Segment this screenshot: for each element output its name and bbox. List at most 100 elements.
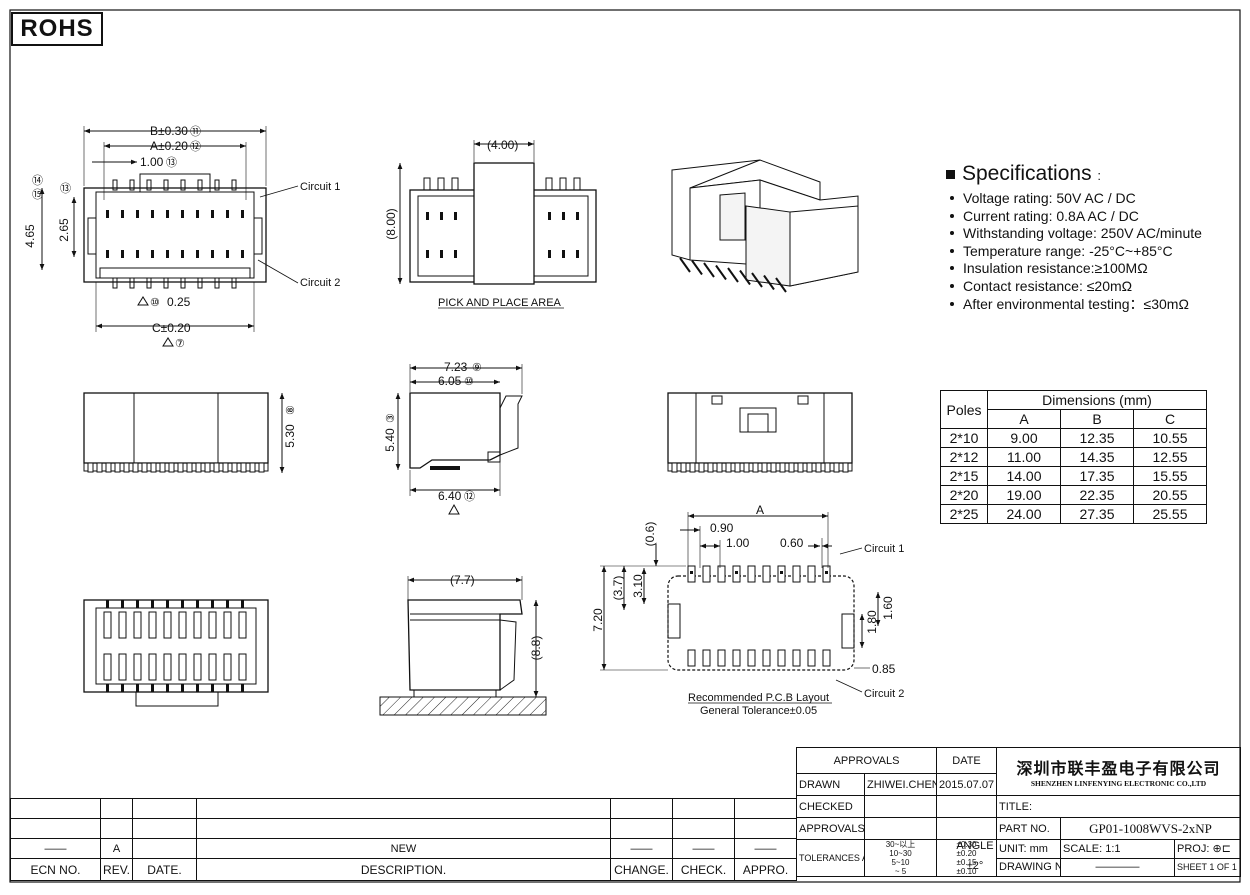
contact	[136, 684, 139, 692]
top-ref-14: ⑭	[32, 174, 43, 187]
pcb-caption: Recommended P.C.B Layout	[688, 692, 829, 704]
table-cell: 2*12	[940, 447, 988, 467]
top-circuit2-label: Circuit 2	[300, 277, 340, 289]
terminal	[451, 177, 459, 191]
contact	[181, 250, 184, 258]
contact	[106, 210, 109, 218]
pad	[792, 565, 801, 583]
table-cell: 2*25	[940, 504, 988, 524]
dim-530-ref: ⑧	[285, 405, 297, 415]
dim-025-ref: ⑩	[150, 297, 160, 309]
bullet-icon	[950, 196, 954, 200]
dim-a-label: A±0.20	[150, 139, 188, 153]
contact	[241, 600, 244, 608]
table-cell: 2*10	[940, 428, 988, 448]
contact-slot	[223, 611, 232, 639]
projection-symbol-icon: ⊕⊏	[1212, 843, 1231, 856]
contact	[121, 210, 124, 218]
pin	[132, 462, 139, 473]
contact	[181, 684, 184, 692]
specifications-title: Specifications	[962, 162, 1092, 185]
contact	[151, 210, 154, 218]
pcb-dim-37: (3.7)	[611, 576, 625, 601]
table-cell: 24.00	[987, 504, 1061, 524]
pad	[702, 565, 711, 583]
contact	[166, 210, 169, 218]
contact	[426, 212, 429, 220]
pad	[777, 649, 786, 667]
terminal	[180, 277, 186, 289]
pcb-dim-06: (0.6)	[643, 522, 657, 547]
pad	[747, 649, 756, 667]
contact	[576, 212, 579, 220]
pad	[702, 649, 711, 667]
terminal	[129, 179, 135, 191]
contact-slot	[103, 611, 112, 639]
proj-label: PROJ:	[1177, 843, 1210, 856]
pcb-dim-720: 7.20	[591, 608, 605, 632]
dim-pitch-label: 1.00	[140, 155, 164, 169]
sheet-border	[9, 9, 1241, 883]
spec-item: Current rating: 0.8A AC / DC	[946, 208, 1236, 226]
pcb-dim-310: 3.10	[631, 574, 645, 598]
contact	[181, 600, 184, 608]
contact	[226, 600, 229, 608]
contact-slot	[178, 653, 187, 681]
square-bullet-icon	[946, 169, 955, 179]
pad	[807, 649, 816, 667]
pad-mark	[735, 571, 738, 574]
bullet-icon	[950, 283, 954, 288]
contact	[454, 212, 457, 220]
terminal	[197, 179, 203, 191]
appro-header: APPRO.	[734, 858, 797, 881]
drawing-no-label: DRAWING NO.	[996, 857, 1062, 877]
pin	[842, 462, 849, 473]
approvals-header: APPROVALS	[795, 747, 938, 774]
spec-item-text: Current rating: 0.8A AC / DC	[963, 207, 1139, 224]
pick-place-area	[473, 162, 535, 285]
pad	[717, 649, 726, 667]
pin	[222, 462, 229, 473]
tol-range: 10~30	[889, 849, 912, 858]
date-col-header: DATE	[936, 747, 998, 774]
pin	[114, 462, 121, 473]
contact-slot	[208, 611, 217, 639]
pick-place-caption: PICK AND PLACE AREA	[438, 297, 562, 309]
pin	[87, 462, 94, 473]
table-cell: 17.35	[1060, 466, 1134, 486]
pin	[150, 462, 157, 473]
drawn-date: 2015.07.07	[936, 773, 998, 796]
rear-view-pins	[667, 462, 853, 473]
rev-header: REV.	[100, 858, 133, 881]
pin	[797, 462, 804, 473]
pad	[762, 649, 771, 667]
contact	[166, 600, 169, 608]
pin	[671, 462, 678, 473]
pad	[792, 649, 801, 667]
contact-slot	[163, 611, 172, 639]
table-cell: 10.55	[1133, 428, 1207, 448]
title-label: TITLE:	[996, 795, 1242, 818]
specifications-heading: Specifications :	[946, 162, 1236, 186]
isometric-view	[671, 159, 859, 293]
table-cell: 19.00	[987, 485, 1061, 505]
pin	[752, 462, 759, 473]
part-number: GP01-1008WVS-2xNP	[1060, 817, 1242, 840]
contact	[136, 250, 139, 258]
contact	[440, 250, 443, 258]
unit-label: UNIT: mm	[996, 839, 1062, 859]
pad	[762, 565, 771, 583]
dim-025-label: 0.25	[167, 295, 191, 309]
table-cell: 20.55	[1133, 485, 1207, 505]
contact	[454, 250, 457, 258]
tol-value: ±0.30	[956, 840, 977, 850]
dim-723-label: 7.23	[444, 360, 468, 374]
iso-pin	[715, 264, 727, 281]
contact	[196, 250, 199, 258]
ecn-header: ECN NO.	[10, 858, 101, 881]
pcb-circuit1-label: Circuit 1	[864, 543, 904, 555]
